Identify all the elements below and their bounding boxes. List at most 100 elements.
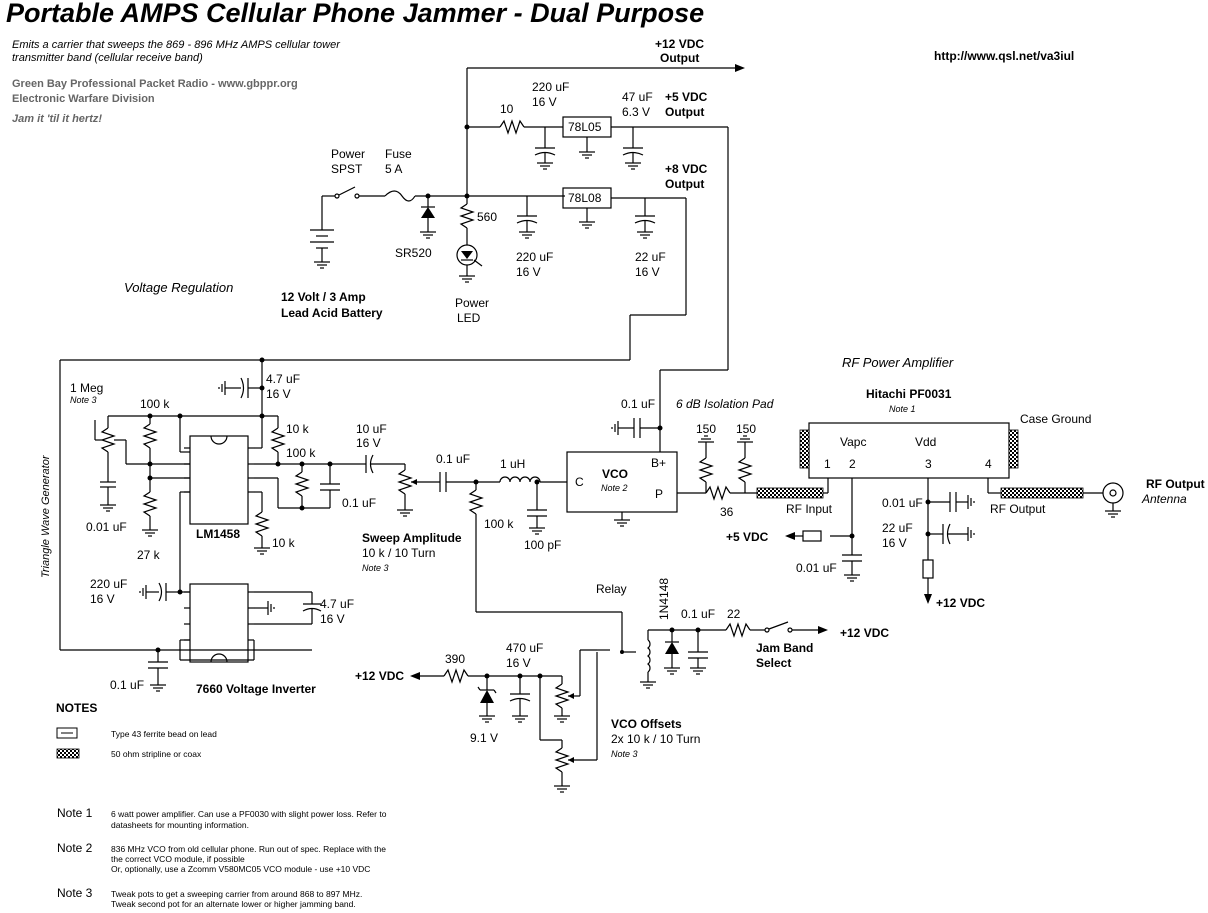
relay-offset-section — [410, 621, 828, 793]
label-sweep1: Sweep Amplitude — [362, 531, 462, 545]
label-vapc: Vapc — [840, 435, 866, 449]
output-12v-line — [466, 64, 745, 196]
legend-bead: Type 43 ferrite bead on lead — [111, 729, 217, 739]
label-pin1: 1 — [824, 457, 831, 471]
label-cap01-b: 0.1 uF — [110, 678, 144, 692]
label-r10: 10 — [500, 102, 514, 116]
label-relay: Relay — [596, 582, 627, 596]
branch-5v — [467, 116, 729, 370]
desc-line2: transmitter band (cellular receive band) — [12, 52, 203, 64]
note3-line2: Tweak second pot for an alternate lower … — [111, 899, 356, 909]
label-cap47: 47 uF — [622, 90, 653, 104]
label-r10k-b: 10 k — [272, 536, 296, 550]
label-v16-e: 16 V — [356, 436, 381, 450]
label-meg: 1 Meg — [70, 381, 103, 395]
label-vco-bplus: B+ — [651, 456, 666, 470]
label-vco-p: P — [655, 487, 663, 501]
label-r10k-a: 10 k — [286, 422, 310, 436]
label-v5-amp: +5 VDC — [726, 530, 769, 544]
label-v16-i: 16 V — [506, 656, 531, 670]
label-note1-amp: Note 1 — [889, 404, 916, 414]
label-rf-input: RF Input — [786, 502, 833, 516]
label-antenna: Antenna — [1141, 492, 1187, 506]
label-cap22: 22 uF — [635, 250, 666, 264]
label-r22: 22 — [727, 607, 741, 621]
label-out5-output: Output — [665, 105, 704, 119]
note3-line1: Tweak pots to get a sweeping carrier fro… — [111, 889, 362, 899]
label-z91: 9.1 V — [470, 731, 498, 745]
note1-line1: 6 watt power amplifier. Can use a PF0030… — [111, 809, 387, 819]
label-cap47b-a: 4.7 uF — [266, 372, 300, 386]
note2-label: Note 2 — [57, 841, 93, 855]
note3-label: Note 3 — [57, 886, 93, 900]
label-v16-c: 16 V — [635, 265, 660, 279]
label-cap01-d: 0.1 uF — [621, 397, 655, 411]
label-pin2: 2 — [849, 457, 856, 471]
label-cap47b-b: 4.7 uF — [320, 597, 354, 611]
label-note3-b: Note 3 — [362, 563, 389, 573]
sweep-vco-section — [397, 369, 728, 652]
label-out8-output: Output — [665, 177, 704, 191]
label-jam2: Select — [756, 656, 791, 670]
label-cap01-e: 0.1 uF — [681, 607, 715, 621]
label-vco: VCO — [602, 467, 628, 481]
label-v12-jam: +12 VDC — [840, 626, 889, 640]
slogan: Jam it 'til it hertz! — [12, 113, 102, 125]
label-battery2: Lead Acid Battery — [281, 306, 383, 320]
label-offsets1: VCO Offsets — [611, 717, 682, 731]
source-url: http://www.qsl.net/va3iul — [934, 49, 1074, 63]
label-sweep2: 10 k / 10 Turn — [362, 546, 435, 560]
label-r150-a: 150 — [696, 422, 716, 436]
label-hitachi: Hitachi PF0031 — [866, 387, 952, 401]
label-cap220-b: 220 uF — [516, 250, 553, 264]
label-battery1: 12 Volt / 3 Amp — [281, 290, 366, 304]
label-rf-output: RF Output — [990, 502, 1046, 516]
section-iso-pad: 6 dB Isolation Pad — [676, 397, 774, 411]
notes-heading: NOTES — [56, 701, 97, 715]
rf-amplifier-section — [677, 422, 1124, 604]
section-rf-amp: RF Power Amplifier — [842, 355, 954, 370]
label-v63: 6.3 V — [622, 105, 650, 119]
label-out8: +8 VDC — [665, 162, 708, 176]
label-cap01-a: 0.1 uF — [342, 496, 376, 510]
label-fuse5a: 5 A — [385, 162, 402, 176]
note2-line2: the correct VCO module, if possible — [111, 854, 245, 864]
page-title: Portable AMPS Cellular Phone Jammer - Du… — [6, 0, 704, 28]
legend-coax-symbol — [56, 748, 80, 759]
label-r390: 390 — [445, 652, 465, 666]
label-r150-b: 150 — [736, 422, 756, 436]
label-cap10: 10 uF — [356, 422, 387, 436]
label-rf-output-main: RF Output — [1146, 477, 1205, 491]
note1-line2: datasheets for mounting information. — [111, 820, 249, 830]
label-out12: +12 VDC — [655, 37, 704, 51]
label-pin4: 4 — [985, 457, 992, 471]
supply-rail — [60, 124, 687, 361]
label-pf100: 100 pF — [524, 538, 561, 552]
label-v16-b: 16 V — [516, 265, 541, 279]
label-led1: Power — [455, 296, 489, 310]
label-v16-a: 16 V — [532, 95, 557, 109]
label-offsets2: 2x 10 k / 10 Turn — [611, 732, 700, 746]
label-spst: SPST — [331, 162, 363, 176]
label-note2-vco: Note 2 — [601, 483, 628, 493]
label-v16-d: 16 V — [266, 387, 291, 401]
label-uh1: 1 uH — [500, 457, 525, 471]
label-r27k: 27 k — [137, 548, 161, 562]
label-out12-output: Output — [660, 51, 699, 65]
label-fuse: Fuse — [385, 147, 412, 161]
label-case-ground: Case Ground — [1020, 412, 1091, 426]
label-v12-offsets: +12 VDC — [355, 669, 404, 683]
label-note3-c: Note 3 — [611, 749, 638, 759]
note2-line3: Or, optionally, use a Zcomm V580MC05 VCO… — [111, 864, 370, 874]
legend-bead-symbol — [56, 727, 78, 739]
label-r100k-a: 100 k — [140, 397, 170, 411]
note2-line1: 836 MHz VCO from old cellular phone. Run… — [111, 844, 386, 854]
triangle-wave-generator — [59, 357, 405, 651]
label-vdd: Vdd — [915, 435, 936, 449]
label-v16-g: 16 V — [320, 612, 345, 626]
label-r560: 560 — [477, 210, 497, 224]
label-r100k-c: 100 k — [484, 517, 514, 531]
voltage-inverter — [139, 582, 322, 692]
label-cap001-a: 0.01 uF — [86, 520, 127, 534]
